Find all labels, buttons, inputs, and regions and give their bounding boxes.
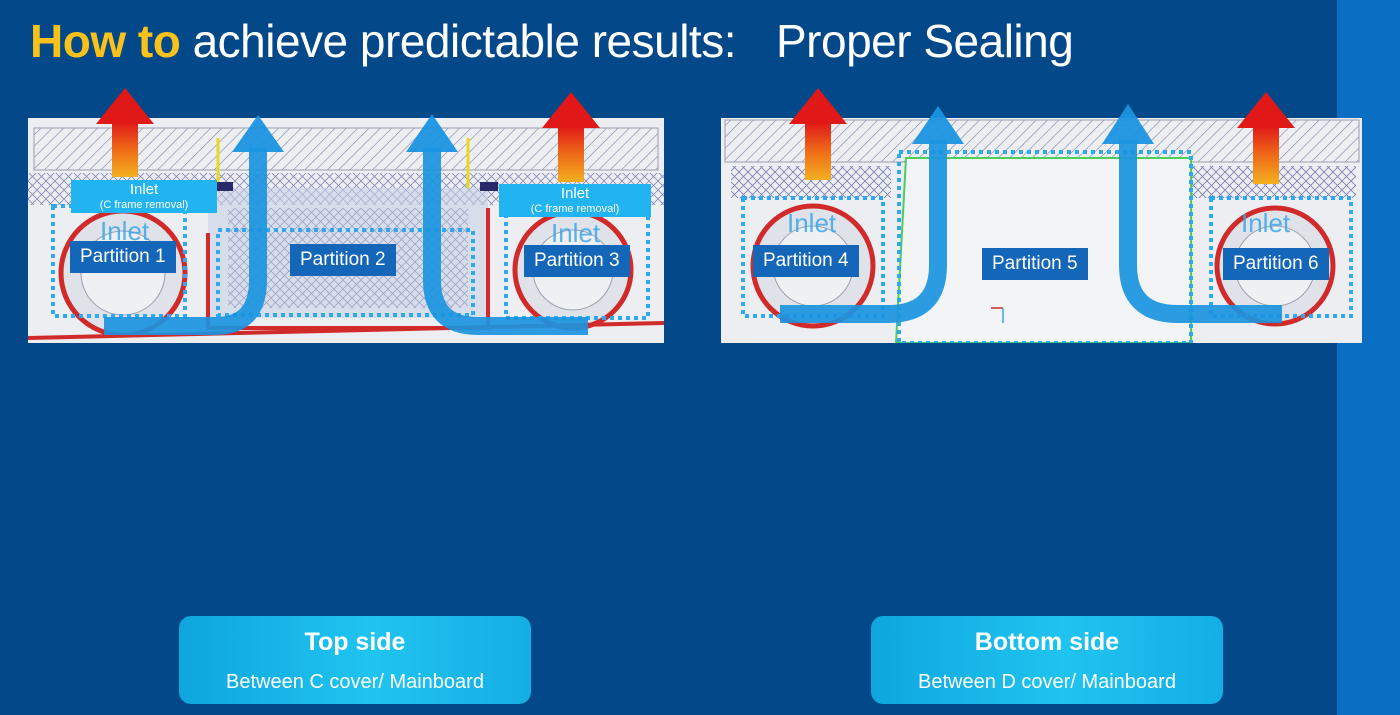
- inlet-label-left: Inlet (C frame removal): [71, 180, 217, 213]
- top-side-caption: Top side Between C cover/ Mainboard: [179, 616, 531, 704]
- bottom-side-diagram: Inlet Inlet Partition 4 Partition 5 Part…: [721, 118, 1362, 343]
- partition-6-label: Partition 6: [1223, 248, 1329, 280]
- inlet-faint-label-4: Inlet: [787, 208, 837, 238]
- partition-4-label: Partition 4: [753, 245, 859, 277]
- title-main: achieve predictable results:: [192, 15, 737, 67]
- partition-1-label: Partition 1: [70, 241, 176, 273]
- inlet-faint-label-6: Inlet: [1241, 208, 1291, 238]
- top-side-subtitle: Between C cover/ Mainboard: [226, 671, 484, 693]
- title-topic: Proper Sealing: [776, 15, 1074, 67]
- top-side-title: Top side: [304, 628, 406, 656]
- inlet-label-right: Inlet (C frame removal): [499, 184, 651, 217]
- title-highlight: How to: [30, 15, 181, 67]
- bottom-side-subtitle: Between D cover/ Mainboard: [918, 671, 1176, 693]
- partition-5-label: Partition 5: [982, 248, 1088, 280]
- slide-title: How to achieve predictable results: Prope…: [30, 14, 1074, 68]
- slide-edge-band: [1337, 0, 1400, 715]
- top-side-diagram: Inlet (C frame removal) Inlet (C frame r…: [28, 118, 664, 343]
- bottom-side-caption: Bottom side Between D cover/ Mainboard: [871, 616, 1223, 704]
- partition-3-label: Partition 3: [524, 245, 630, 277]
- partition-2-label: Partition 2: [290, 244, 396, 276]
- bottom-side-title: Bottom side: [974, 628, 1120, 656]
